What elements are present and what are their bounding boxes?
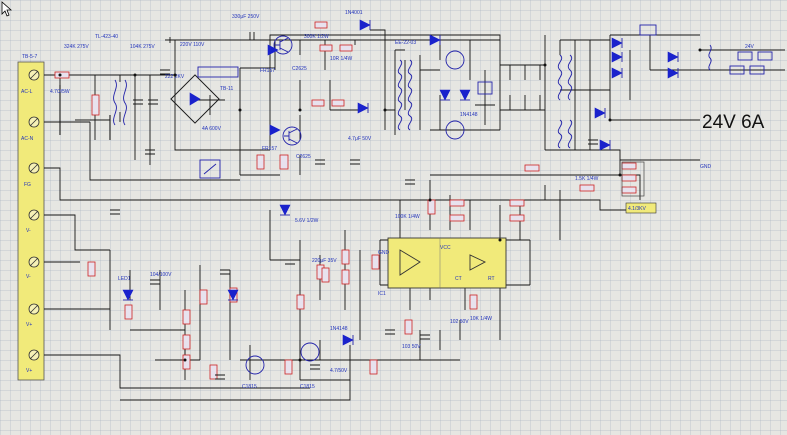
lbl-r-adj: 100K 1/4W bbox=[395, 214, 420, 220]
lbl-c-ct: 102 50V bbox=[450, 319, 469, 325]
lbl-transformer: EE-22-03 bbox=[395, 40, 416, 46]
ic-vcc-label: VCC bbox=[440, 245, 451, 251]
lbl-common-mode: TL-423-40 bbox=[95, 34, 118, 40]
lbl-c-104: 104/100V bbox=[150, 272, 172, 278]
lbl-mosfet-top: FR157 bbox=[260, 68, 275, 74]
lbl-c-small: 103 50V bbox=[402, 344, 421, 350]
wiring bbox=[44, 29, 785, 401]
lbl-diode-d1: 1N4001 bbox=[345, 10, 363, 16]
lbl-bulk-cap: 330μF 250V bbox=[232, 14, 260, 20]
lbl-bridge-rating: 4A 600V bbox=[202, 126, 222, 132]
primary-traces bbox=[59, 79, 127, 140]
lbl-varistor: 324K 275V bbox=[64, 44, 89, 50]
ic1: GND VCC CT RT IC1 bbox=[378, 237, 507, 297]
terminal-fg: FG bbox=[24, 182, 31, 188]
terminal-v-minus-2: V- bbox=[26, 274, 31, 280]
ic-rt-label: RT bbox=[488, 276, 495, 282]
lbl-led: LED1 bbox=[118, 276, 131, 282]
ic-ct-label: CT bbox=[455, 276, 462, 282]
lbl-zener: 5.6V 1/2W bbox=[295, 218, 319, 224]
lbl-q-bot: C2625 bbox=[296, 154, 311, 160]
lbl-mosfet-bot: FR157 bbox=[262, 146, 277, 152]
title-24v-6a: 24V 6A bbox=[702, 112, 765, 133]
terminal-ac-n: AC-N bbox=[21, 136, 34, 142]
component-labels: 4.7Ω/5W 324K 275V TL-423-40 104K 275V 22… bbox=[50, 10, 755, 390]
lbl-line-cap: 220V 110V bbox=[180, 42, 205, 48]
transistors bbox=[245, 35, 465, 375]
capacitors bbox=[110, 24, 773, 380]
resistors bbox=[54, 21, 637, 380]
lbl-out-res: 1.5K 1/4W bbox=[575, 176, 599, 182]
lbl-q-top: C2625 bbox=[292, 66, 307, 72]
lbl-cap-c3: 222 2KV bbox=[165, 74, 185, 80]
bridge-rectifier bbox=[170, 66, 239, 124]
lbl-r-ct: 10K 1/4W bbox=[470, 316, 492, 322]
lbl-rec-diode: 1N4148 bbox=[460, 112, 478, 118]
lbl-q2: C1815 bbox=[300, 384, 315, 390]
terminal-v-plus-2: V+ bbox=[26, 368, 32, 374]
ic-gnd-label: GND bbox=[378, 250, 390, 256]
lbl-gnd-out: GND bbox=[700, 164, 712, 170]
terminal-v-plus-1: V+ bbox=[26, 322, 32, 328]
terminal-ac-l: AC-L bbox=[21, 89, 33, 95]
junction-dots bbox=[58, 48, 702, 362]
terminal-screws bbox=[28, 69, 40, 361]
ic-label: IC1 bbox=[378, 291, 386, 297]
lbl-cap-47: 4.7μF 50V bbox=[348, 136, 372, 142]
terminal-v-minus-1: V- bbox=[26, 228, 31, 234]
lbl-rr1: 300K 1/2W bbox=[304, 34, 329, 40]
lbl-bridge: TB-11 bbox=[220, 86, 233, 92]
vref-box bbox=[625, 202, 657, 214]
lbl-output: 24V bbox=[745, 44, 755, 50]
lbl-input-res: 4.7Ω/5W bbox=[50, 89, 70, 95]
lbl-rr2: 10R 1/4W bbox=[330, 56, 353, 62]
small-boxes bbox=[199, 81, 645, 197]
lbl-x-cap: 104K 275V bbox=[130, 44, 155, 50]
lbl-c-out: 220μF 35V bbox=[312, 258, 337, 264]
terminal-block bbox=[17, 61, 45, 381]
diodes bbox=[122, 19, 679, 346]
vref-label: 4.1/3KV bbox=[628, 206, 646, 212]
cursor-icon bbox=[1, 1, 13, 17]
lbl-q1: C1815 bbox=[242, 384, 257, 390]
lbl-diode-small: 1N4148 bbox=[330, 326, 348, 332]
lbl-ref: 4.7/50V bbox=[330, 368, 348, 374]
terminal-block-label: TB-5-7 bbox=[22, 54, 38, 60]
transformer-main bbox=[397, 44, 712, 149]
